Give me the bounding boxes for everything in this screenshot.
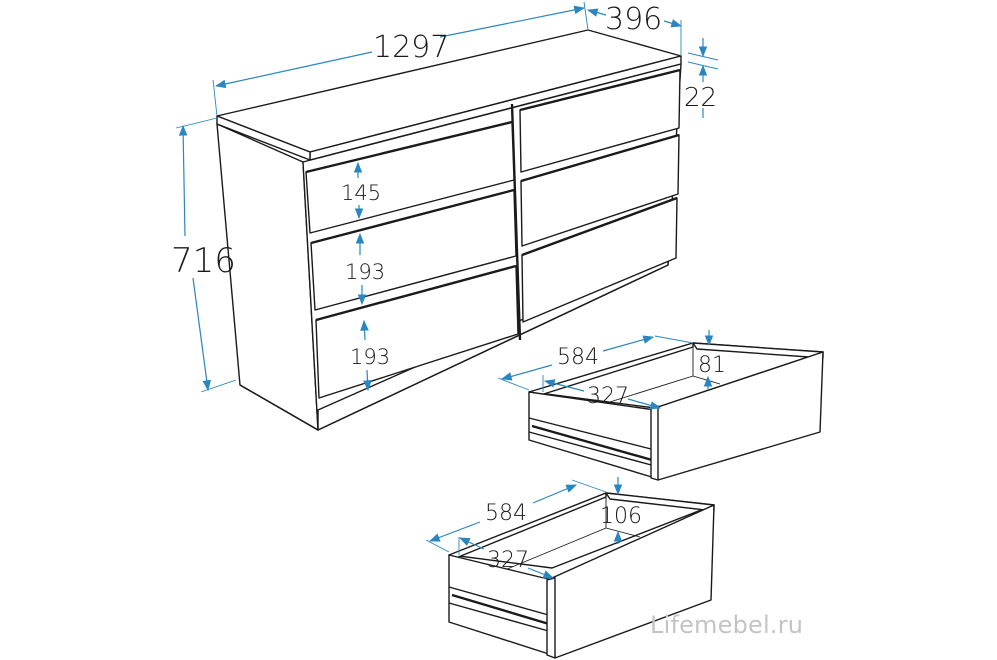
drawer-large-height-label: 106 [600, 504, 642, 529]
right-drawer-column [519, 68, 681, 323]
drawer-small-dimensions: 584 327 81 [497, 330, 726, 410]
drawer-small-length-label: 584 [557, 345, 599, 370]
dimension-width: 1297 [212, 1, 589, 117]
drawer-small-height-label: 81 [698, 353, 726, 378]
drawer-large-dimensions: 584 327 106 [425, 477, 642, 579]
dimension-drawer-heights: 145 193 193 [341, 161, 390, 392]
left-drawer-column [305, 120, 519, 399]
drawer-large [448, 492, 715, 659]
width-label: 1297 [373, 30, 449, 65]
top-thickness-label: 22 [684, 83, 717, 113]
dimension-top-thickness: 22 [684, 38, 719, 118]
watermark-text: Lifemebel.ru [650, 611, 804, 639]
drawer-height-1-label: 145 [341, 181, 381, 205]
drawer-large-length-label: 584 [485, 501, 527, 526]
dimension-depth: 396 [586, 2, 683, 56]
drawer-small-width-label: 327 [587, 384, 629, 409]
drawer-height-2-label: 193 [345, 260, 385, 284]
drawer-height-3-label: 193 [350, 345, 390, 369]
drawer-small [528, 342, 824, 481]
depth-label: 396 [605, 2, 662, 37]
dimension-height: 716 [171, 117, 237, 393]
height-label: 716 [171, 241, 236, 281]
drawer-large-width-label: 327 [487, 548, 529, 573]
